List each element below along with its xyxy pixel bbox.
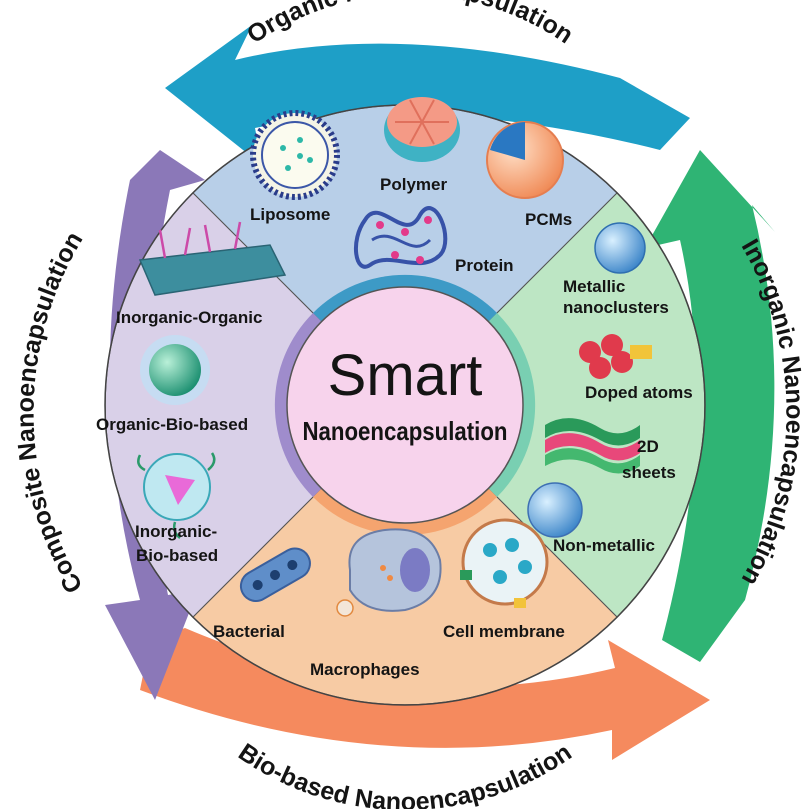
bio-arrow-label: Bio-based Nanoencapsulation — [233, 738, 576, 809]
pcms-icon — [486, 121, 564, 199]
label-pcms: PCMs — [525, 210, 572, 229]
liposome-icon — [250, 110, 340, 200]
doped-atoms-icon — [579, 334, 652, 379]
label-bio-based: Bio-based — [136, 546, 218, 565]
center-ring — [274, 274, 536, 536]
inorganic-bio-based-icon — [137, 452, 216, 539]
metallic-nanocluster-icon — [594, 222, 646, 274]
label-cell-membrane: Cell membrane — [443, 622, 565, 641]
label-organic-bio-based: Organic-Bio-based — [96, 415, 248, 434]
organic-bio-based-icon — [140, 335, 210, 405]
label-nanoclusters: nanoclusters — [563, 298, 669, 317]
label-sheets: sheets — [622, 463, 676, 482]
label-protein: Protein — [455, 256, 514, 275]
label-liposome: Liposome — [250, 205, 330, 224]
label-inorganic-organic: Inorganic-Organic — [116, 308, 262, 327]
label-doped-atoms: Doped atoms — [585, 383, 693, 402]
protein-icon — [353, 206, 448, 269]
polymer-icon — [384, 97, 460, 162]
label-polymer: Polymer — [380, 175, 447, 194]
center-subtitle: Nanoencapsulation — [303, 416, 508, 446]
center-circle — [286, 286, 524, 524]
center-title: Smart — [328, 343, 483, 408]
organic-arrow — [165, 25, 690, 165]
bacterial-icon — [239, 547, 311, 602]
inorganic-arrow — [645, 150, 775, 662]
label-macrophages: Macrophages — [310, 660, 420, 679]
label-2d: 2D — [637, 437, 659, 456]
2d-sheets-icon — [545, 418, 640, 474]
composite-arrow-label: Composite Nanoencapsulation — [11, 227, 88, 598]
label-metallic: Metallic — [563, 277, 625, 296]
non-metallic-icon — [527, 482, 583, 538]
macrophage-icon — [336, 528, 442, 617]
organic-arrow-shape — [165, 25, 690, 165]
organic-arrow-label: Organic Nanoencapsulation — [242, 0, 578, 49]
label-bacterial: Bacterial — [213, 622, 285, 641]
label-non-metallic: Non-metallic — [553, 536, 655, 555]
label-inorganic-dash: Inorganic- — [135, 522, 217, 541]
inorganic-arrow-shape — [645, 150, 775, 662]
inorganic-organic-icon — [138, 221, 287, 296]
cell-membrane-icon — [460, 518, 549, 608]
